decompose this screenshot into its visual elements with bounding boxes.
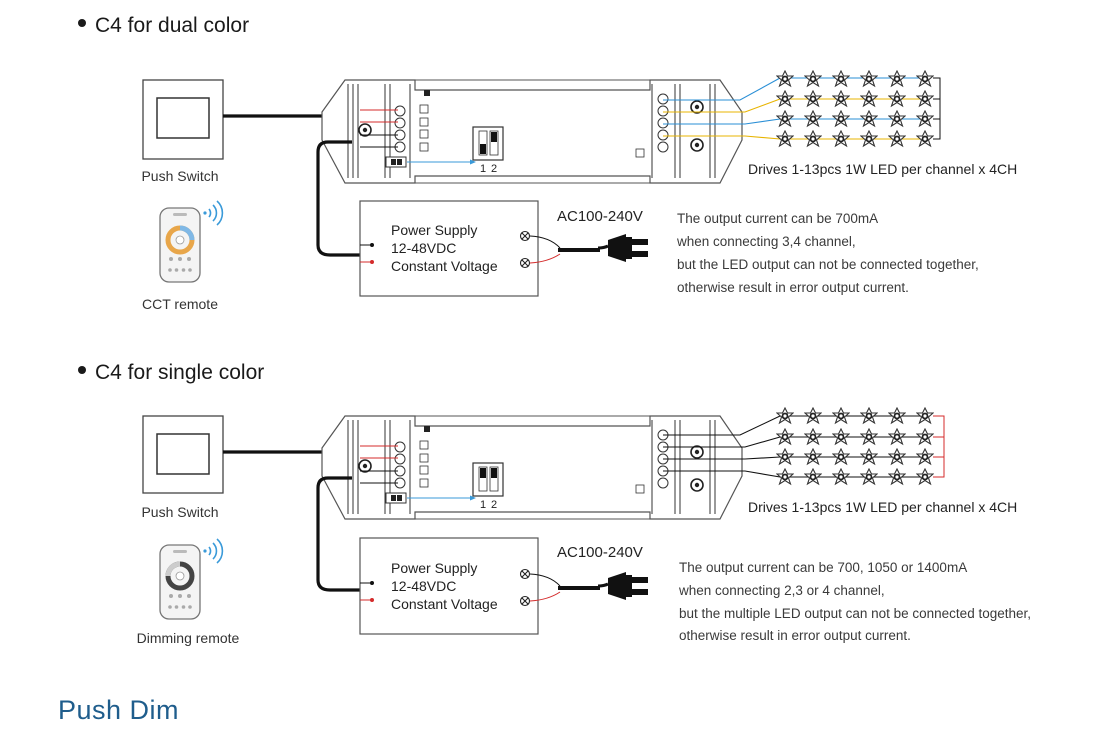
led-array [776, 70, 941, 147]
note-line-2: when connecting 2,3 or 4 channel, [678, 583, 885, 598]
push-switch-label: Push Switch [141, 168, 218, 184]
led-row [776, 428, 934, 445]
remote-control-icon [159, 207, 201, 283]
led-row [776, 468, 934, 485]
push-switch-icon [142, 79, 224, 160]
diagram-single-color: Push Switch Dimming remote [137, 407, 1031, 646]
dip-switch-icon [472, 126, 504, 161]
terminal-screw-icon [519, 568, 531, 607]
drives-label: Drives 1-13pcs 1W LED per channel x 4CH [748, 499, 1017, 515]
ac-voltage-label: AC100-240V [557, 544, 643, 561]
bullet-icon [78, 366, 86, 375]
remote-label: CCT remote [142, 296, 218, 312]
led-row [776, 448, 934, 465]
remote-control-icon [159, 544, 201, 620]
led-array [776, 407, 945, 485]
psu-line-2: 12-48VDC [391, 240, 456, 256]
note-line-4: otherwise result in error output current… [679, 628, 911, 643]
push-switch-label: Push Switch [141, 504, 218, 520]
controller-unit: 1 2 [321, 415, 743, 520]
note-line-1: The output current can be 700, 1050 or 1… [679, 560, 967, 575]
note-single: The output current can be 700, 1050 or 1… [678, 560, 1031, 643]
diagram-dual-color: Push Switch CCT remote [141, 70, 1017, 312]
note-line-3: but the multiple LED output can not be c… [679, 606, 1031, 621]
psu-line-1: Power Supply [391, 222, 477, 238]
wifi-signal-icon [203, 200, 224, 226]
led-row [776, 110, 934, 127]
note-line-3: but the LED output can not be connected … [677, 257, 979, 272]
drives-label: Drives 1-13pcs 1W LED per channel x 4CH [748, 161, 1017, 177]
wifi-signal-icon [203, 538, 224, 564]
power-supply-unit: Power Supply 12-48VDC Constant Voltage [359, 200, 539, 297]
note-line-2: when connecting 3,4 channel, [676, 234, 856, 249]
note-line-4: otherwise result in error output current… [677, 280, 909, 295]
note-dual: The output current can be 700mA when con… [676, 211, 979, 295]
push-dim-heading: Push Dim [58, 695, 180, 725]
bullet-icon [78, 19, 86, 28]
psu-line-3: Constant Voltage [391, 258, 498, 274]
dip-number-1: 1 [480, 499, 486, 511]
led-row [776, 90, 934, 107]
controller-unit: 1 2 [321, 79, 743, 184]
led-row [776, 130, 934, 147]
ac-plug-icon [598, 570, 650, 602]
dip-number-2: 2 [491, 499, 497, 511]
ac-voltage-label: AC100-240V [557, 208, 643, 225]
push-switch-icon [142, 415, 224, 494]
terminal-screw-icon [519, 230, 531, 269]
psu-line-3: Constant Voltage [391, 596, 498, 612]
led-row [776, 70, 934, 87]
led-row [776, 407, 934, 424]
psu-line-2: 12-48VDC [391, 578, 456, 594]
dip-number-2: 2 [491, 163, 497, 175]
note-line-1: The output current can be 700mA [677, 211, 878, 226]
ac-plug-icon [598, 232, 650, 264]
dip-switch-icon [472, 462, 504, 497]
dip-number-1: 1 [480, 163, 486, 175]
remote-label: Dimming remote [137, 630, 240, 646]
terminal-screw-icon [657, 93, 669, 153]
power-supply-unit: Power Supply 12-48VDC Constant Voltage [359, 537, 539, 635]
section-title-dual: C4 for dual color [78, 14, 249, 38]
section-title-single: C4 for single color [78, 361, 264, 385]
psu-line-1: Power Supply [391, 560, 477, 576]
